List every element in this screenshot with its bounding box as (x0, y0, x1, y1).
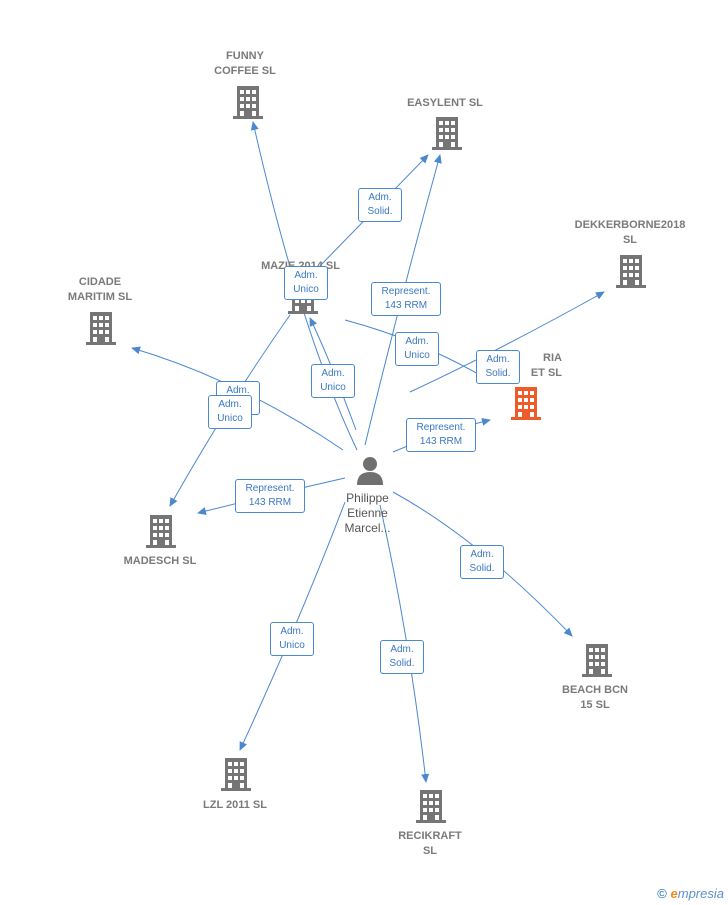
role-badge[interactable]: Adm. Unico (395, 332, 439, 366)
building-icon-recikraft[interactable] (416, 790, 446, 823)
node-label-cidade-maritim[interactable]: CIDADE MARITIM SL (67, 276, 133, 303)
role-badge[interactable]: Adm. Solid. (380, 640, 424, 674)
copyright-icon: © (657, 886, 667, 901)
role-badge[interactable]: Adm. Unico (311, 364, 355, 398)
node-label-recikraft[interactable]: RECIKRAFT SL (398, 830, 462, 857)
node-label-beach-bcn[interactable]: BEACH BCN 15 SL (562, 684, 628, 711)
building-icon-easylent[interactable] (432, 117, 462, 150)
person-name[interactable]: Philippe Etienne Marcel... (344, 491, 391, 535)
building-icon-madesch[interactable] (146, 515, 176, 548)
role-badge[interactable]: Represent. 143 RRM (371, 282, 441, 316)
brand-footer: © empresia (657, 886, 724, 901)
node-label-easylent[interactable]: EASYLENT SL (407, 97, 483, 109)
person-icon[interactable] (357, 457, 383, 485)
building-icon-dekker[interactable] (616, 255, 646, 288)
role-badge[interactable]: Adm. Unico (270, 622, 314, 656)
brand-logo-text: mpresia (677, 886, 724, 901)
role-badge[interactable]: Adm. Solid. (476, 350, 520, 384)
building-icon-highlight[interactable] (511, 387, 541, 420)
building-icon-cidade[interactable] (86, 312, 116, 345)
brand-logo-e: e (670, 886, 678, 901)
node-label-dekkerborne[interactable]: DEKKERBORNE2018 SL (574, 219, 686, 246)
role-badge[interactable]: Adm. Unico (208, 395, 252, 429)
role-badge[interactable]: Adm. Solid. (460, 545, 504, 579)
role-badge[interactable]: Represent. 143 RRM (235, 479, 305, 513)
building-icon-lzl[interactable] (221, 758, 251, 791)
node-label-highlight[interactable]: RIA ET SL (530, 352, 562, 379)
node-label-lzl[interactable]: LZL 2011 SL (203, 799, 267, 811)
role-badge[interactable]: Adm. Solid. (358, 188, 402, 222)
building-icon-beach[interactable] (582, 644, 612, 677)
node-label-madesch[interactable]: MADESCH SL (123, 555, 197, 567)
edge-dekker (409, 291, 605, 393)
role-badge[interactable]: Represent. 143 RRM (406, 418, 476, 452)
node-label-funny-coffee[interactable]: FUNNY COFFEE SL (214, 50, 276, 77)
role-badge[interactable]: Adm. Unico (284, 266, 328, 300)
building-icon-funny[interactable] (233, 86, 263, 119)
